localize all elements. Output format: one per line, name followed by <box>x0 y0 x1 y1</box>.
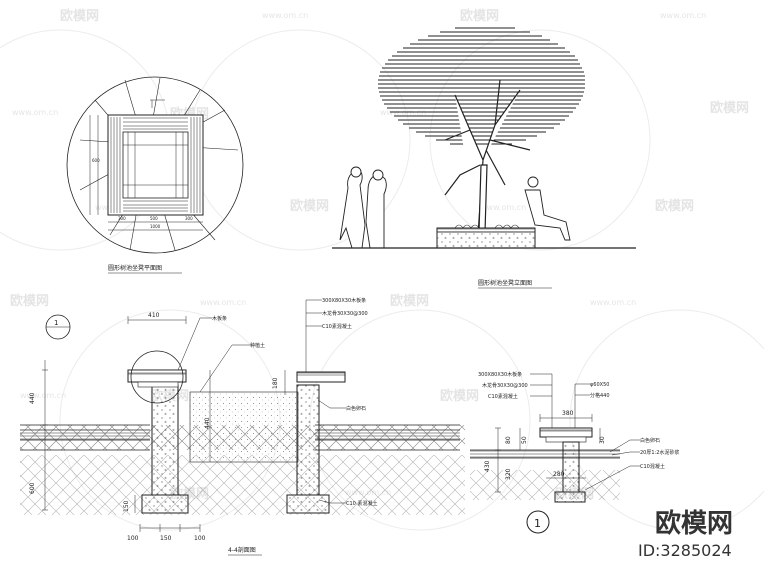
tree-pit-circle <box>66 76 244 254</box>
detail-leaders <box>530 373 640 491</box>
callout-label: 300X80X30木板条 <box>322 297 366 304</box>
detail-note: 20厚1:2水泥砂浆 <box>640 449 679 456</box>
plan-dim-label: 300 <box>185 216 193 221</box>
watermark-site: www.om.cn <box>480 203 526 212</box>
detail-note: 木龙骨30X30@300 <box>482 382 528 389</box>
detail-note: 分格440 <box>590 392 610 399</box>
callout-label: 木龙骨30X30@300 <box>322 310 368 317</box>
left-wall <box>127 369 189 514</box>
pit-opening <box>122 131 189 199</box>
planting-soil <box>189 391 299 463</box>
dim-label: 100 <box>127 535 139 542</box>
watermark-text: 欧模网 <box>390 293 429 309</box>
detail-note: 白色卵石 <box>640 437 660 444</box>
detail-dimensions <box>495 414 601 493</box>
plan-caption: 圆形树池坐凳平面图 <box>108 264 162 272</box>
elevation-caption: 圆形树池坐凳立面图 <box>478 279 532 287</box>
section-marker-label: 1 <box>54 319 58 327</box>
callout-label: 种植土 <box>250 342 265 349</box>
dim-label: 600 <box>29 482 36 494</box>
dim-label: 150 <box>123 500 130 512</box>
detail-ground <box>470 449 620 500</box>
plan-dim-label: 500 <box>150 216 158 221</box>
dim-label: 50 <box>521 436 528 444</box>
shrubs <box>454 224 520 229</box>
dim-label: 100 <box>194 535 206 542</box>
dim-label: 180 <box>272 377 279 389</box>
watermark-site: www.om.cn <box>262 11 308 20</box>
dim-label: 440 <box>204 417 211 429</box>
section-dimensions <box>42 316 286 532</box>
bench-slats <box>110 117 201 213</box>
right-wall <box>286 371 346 514</box>
detail-note: C10素混凝土 <box>488 393 518 400</box>
brand-watermark: 欧模网 ID:3285024 <box>638 508 733 560</box>
dim-label: 410 <box>148 312 160 319</box>
plan-dim-label: 300 <box>118 216 126 221</box>
watermark-site: www.om.cn <box>590 298 636 307</box>
section-view: 1 <box>20 297 465 556</box>
watermark-site: www.om.cn <box>20 391 66 400</box>
dim-label: 440 <box>29 392 36 404</box>
tree-trunk <box>444 79 531 236</box>
detail-bench <box>539 427 593 503</box>
brand-name: 欧模网 <box>655 508 733 539</box>
callout-label: C10 素混凝土 <box>346 500 377 507</box>
watermark-text: 欧模网 <box>440 388 479 404</box>
detail-note: C10混凝土 <box>640 463 665 470</box>
plan-dim-label: 600 <box>92 158 100 163</box>
paving-layers <box>20 424 460 451</box>
detail-note: 300X80X30木板条 <box>478 371 522 378</box>
watermark-text: 欧模网 <box>60 8 99 24</box>
plan-dim-label: 1000 <box>150 224 161 229</box>
watermark-text: 欧模网 <box>10 293 49 309</box>
asset-id: ID:3285024 <box>638 541 732 560</box>
plan-view: 300 500 300 1000 600 圆形树池坐凳平面图 <box>66 76 244 274</box>
watermark-text: 欧模网 <box>655 198 694 214</box>
dim-label: 380 <box>562 410 574 417</box>
detail-marker-label: 1 <box>534 517 541 530</box>
dim-label: 280 <box>553 471 565 478</box>
callout-label: C10素混凝土 <box>322 323 352 330</box>
elevation-view: 圆形树池坐凳立面图 <box>332 27 636 289</box>
detail-view: 380 280 430 320 80 50 30 300X80X30木板条 <box>470 371 679 534</box>
watermark-text: 欧模网 <box>290 198 329 214</box>
watermark-site: www.om.cn <box>12 108 58 117</box>
watermark-site: www.om.cn <box>380 108 426 117</box>
dim-label: 430 <box>484 460 491 472</box>
tree-canopy <box>378 27 585 145</box>
dim-label: 80 <box>505 436 512 444</box>
detail-note: φ60X50 <box>590 382 609 388</box>
callout-label: 白色卵石 <box>346 405 366 412</box>
callout-label: 木板条 <box>212 315 227 322</box>
seated-figure <box>524 176 571 241</box>
pedestrian-figures <box>339 166 387 249</box>
section-leaders <box>177 299 346 504</box>
section-caption: 4-4剖面图 <box>228 546 256 554</box>
watermark-site: www.om.cn <box>200 298 246 307</box>
dim-label: 30 <box>599 436 606 444</box>
soil-hatch <box>20 455 465 515</box>
detail-marker <box>526 510 550 534</box>
watermark-site: www.om.cn <box>660 11 706 20</box>
watermark-text: 欧模网 <box>460 8 499 24</box>
bench-elevation <box>436 227 536 249</box>
plan-dimensions <box>89 99 203 231</box>
dim-label: 320 <box>505 468 512 480</box>
detail-callout-circle <box>130 350 184 404</box>
dim-label: 150 <box>160 535 172 542</box>
watermark-text: 欧模网 <box>710 100 749 116</box>
